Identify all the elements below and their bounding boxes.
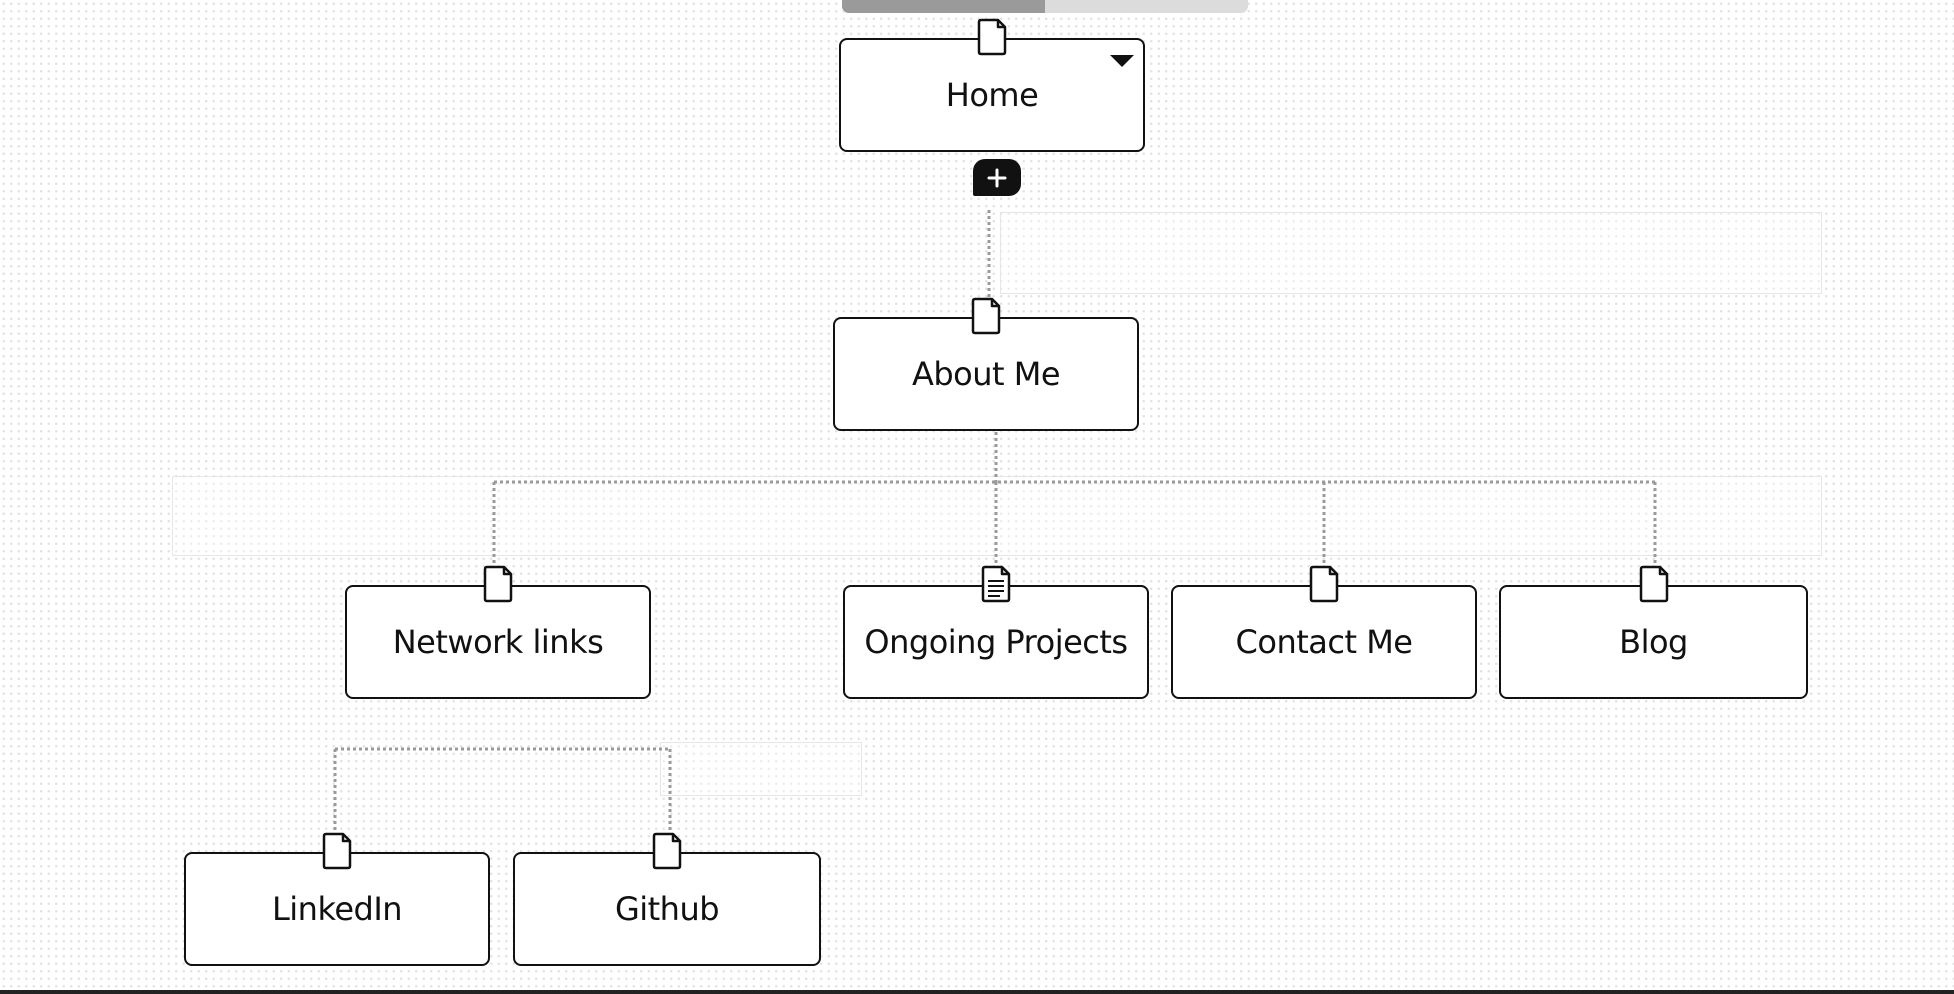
- page-icon: [971, 297, 1001, 335]
- node-label: Network links: [392, 623, 604, 661]
- node-label: Blog: [1619, 623, 1688, 661]
- page-icon: [322, 832, 352, 870]
- node-label: Ongoing Projects: [864, 623, 1128, 661]
- progress-bar-fill: [842, 0, 1045, 13]
- page-icon: [1309, 565, 1339, 603]
- node-blog[interactable]: Blog: [1499, 565, 1808, 699]
- caret-down-icon[interactable]: [1109, 54, 1135, 68]
- plus-icon: [987, 168, 1007, 187]
- node-linkedin[interactable]: LinkedIn: [184, 832, 490, 966]
- node-ongoing-projects[interactable]: Ongoing Projects: [843, 565, 1149, 699]
- progress-bar: [842, 0, 1248, 13]
- page-icon: [1639, 565, 1668, 603]
- page-icon: [483, 565, 513, 603]
- node-label: LinkedIn: [271, 890, 403, 928]
- text-page-icon: [981, 565, 1011, 603]
- level-drop-zone: [1000, 212, 1822, 294]
- node-about-me[interactable]: About Me: [833, 297, 1139, 431]
- node-label: About Me: [911, 355, 1061, 393]
- page-icon: [652, 832, 682, 870]
- node-label: Home: [945, 76, 1039, 114]
- node-label: Github: [614, 890, 720, 928]
- node-github[interactable]: Github: [513, 832, 821, 966]
- add-child-button[interactable]: [973, 159, 1021, 196]
- node-label: Contact Me: [1235, 623, 1413, 661]
- node-home[interactable]: Home: [839, 18, 1145, 152]
- level-drop-zone: [660, 742, 862, 796]
- node-network-links[interactable]: Network links: [345, 565, 651, 699]
- node-contact-me[interactable]: Contact Me: [1171, 565, 1477, 699]
- bottom-border: [0, 990, 1954, 994]
- page-icon: [977, 18, 1007, 56]
